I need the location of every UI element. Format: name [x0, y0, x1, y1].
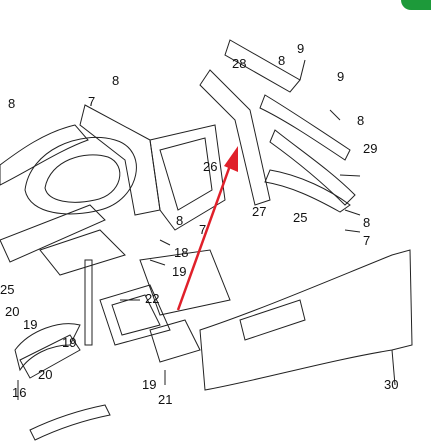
bar-diagonal-hatched [224, 39, 301, 93]
leader-18 [159, 239, 171, 246]
callout-label: 8 [8, 96, 16, 111]
callout-label: 7 [363, 233, 371, 248]
large-panel-30 [199, 249, 413, 391]
callout-label: 9 [297, 41, 305, 56]
slotted-bar [199, 69, 271, 206]
corner-accent-tab [401, 0, 431, 10]
highlight-arrow [176, 146, 238, 311]
callout-label: 8 [176, 213, 184, 228]
callout-label: 28 [232, 56, 247, 71]
leader-8b [329, 109, 341, 121]
center-plate [149, 124, 226, 231]
vertical-post [84, 259, 93, 346]
callout-label: 19 [62, 335, 77, 350]
bracket-lower-mid-inner [111, 294, 161, 336]
bar-top-right-c [264, 169, 351, 213]
round-cover [24, 136, 137, 215]
callout-label: 9 [337, 69, 345, 84]
plate-lower-center [139, 249, 231, 316]
callout-label: 21 [158, 392, 173, 407]
callout-label: 20 [38, 367, 53, 382]
leader-9a [299, 59, 306, 81]
lower-left-arm [19, 334, 81, 379]
callout-label: 8 [112, 73, 120, 88]
leader-8e [344, 209, 361, 216]
callout-label: 16 [12, 385, 27, 400]
bar-top-right-b [269, 129, 356, 206]
callout-label: 7 [88, 94, 96, 109]
leader-19a [149, 259, 166, 266]
bottom-curve-part [29, 404, 111, 441]
callout-label: 22 [145, 291, 160, 306]
callout-label: 25 [293, 210, 308, 225]
callout-label: 18 [174, 245, 189, 260]
callout-label: 20 [5, 304, 20, 319]
callout-label: 8 [278, 53, 286, 68]
callout-label: 19 [172, 264, 187, 279]
tongue-lower-left [14, 323, 81, 372]
leader-7b [344, 229, 361, 233]
large-panel-30-flap [239, 299, 306, 341]
callout-label: 8 [363, 215, 371, 230]
leader-29 [339, 174, 361, 177]
link-plate [39, 229, 126, 276]
callout-label: 7 [199, 222, 207, 237]
callout-label: 30 [384, 377, 399, 392]
callout-label: 27 [252, 204, 267, 219]
bracket-upper-left [0, 124, 89, 186]
callout-label: 26 [203, 159, 218, 174]
bracket-arm [79, 104, 161, 216]
callout-label: 29 [363, 141, 378, 156]
bar-top-right-a [259, 94, 351, 161]
center-plate-inner [159, 137, 213, 211]
callout-label: 8 [357, 113, 365, 128]
callout-label: 25 [0, 282, 15, 297]
callout-label: 19 [23, 317, 38, 332]
round-cover-inner [44, 154, 121, 203]
leader-30 [391, 349, 396, 386]
small-bracket [149, 319, 201, 363]
callout-label: 19 [142, 377, 157, 392]
bracket-lower-mid [99, 284, 171, 346]
lower-left-bar [0, 204, 106, 263]
